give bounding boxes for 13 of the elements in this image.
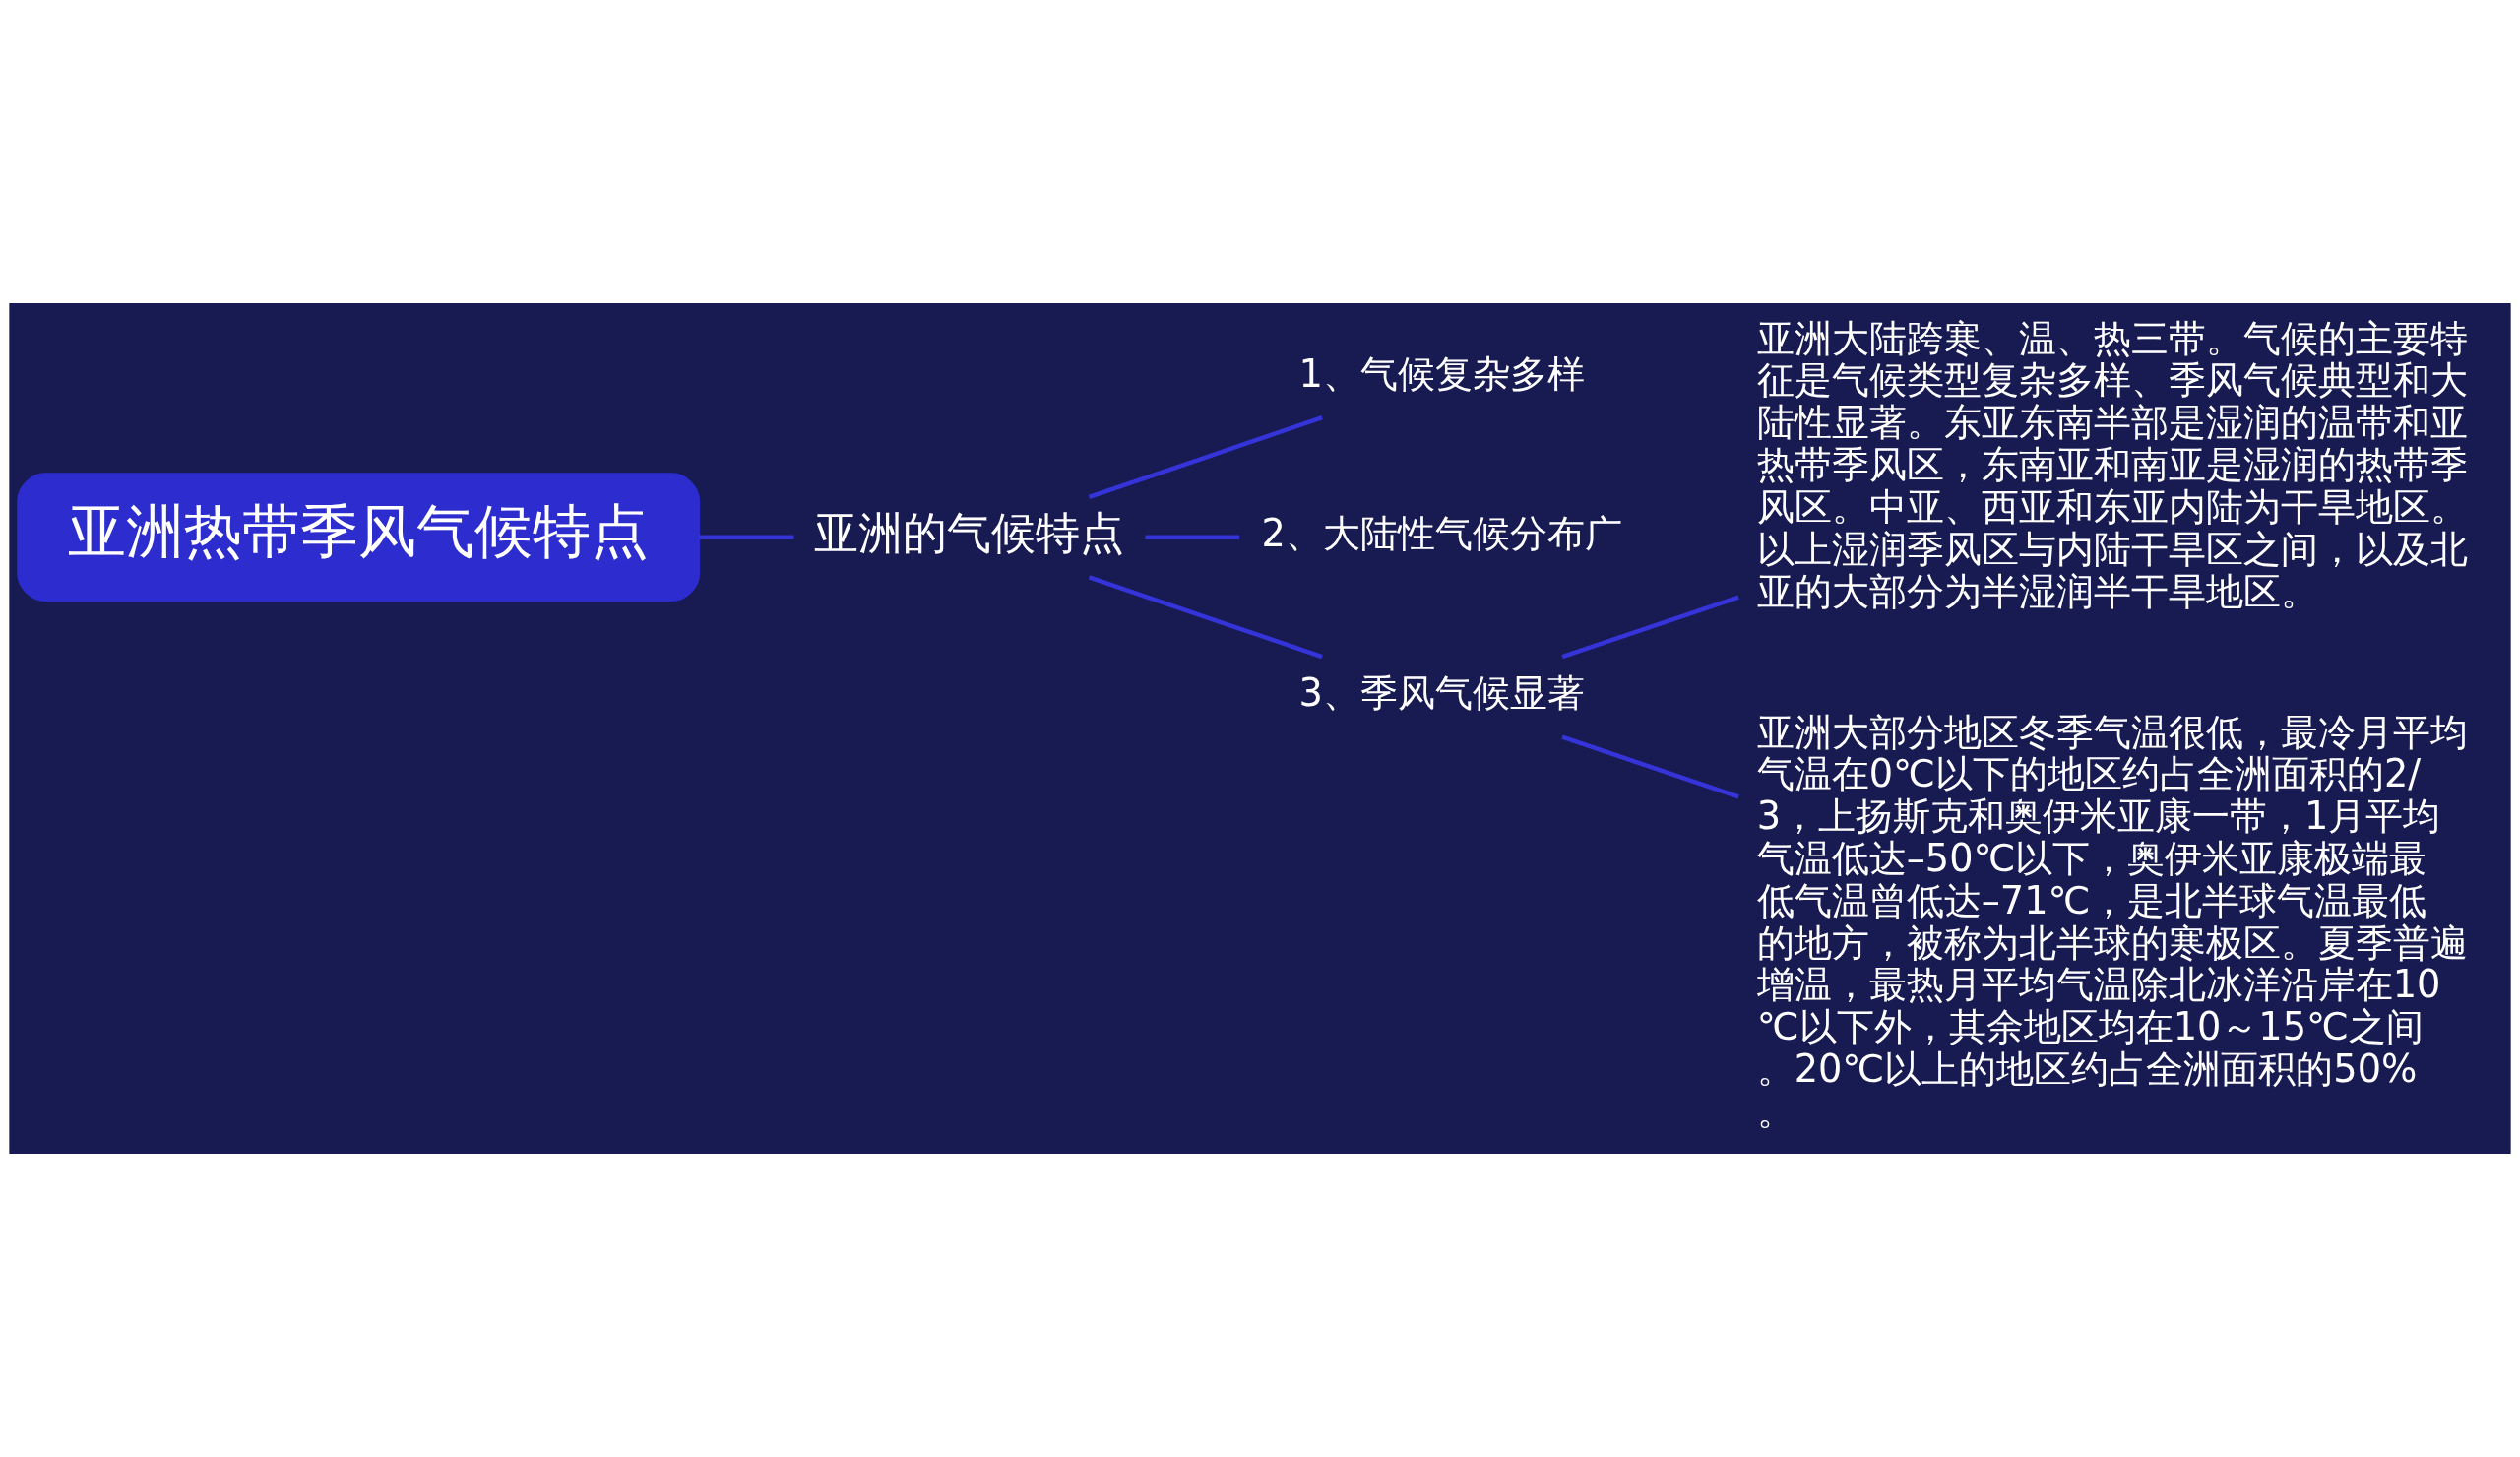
node-box: 亚洲热带季风气候特点 [17,473,701,602]
connector [1561,595,1739,660]
connector [1561,734,1739,799]
connector [1145,535,1240,539]
node-text: 亚洲的气候特点 [814,506,1125,559]
connector [1088,575,1323,660]
connector [1088,415,1323,500]
connector [699,535,794,539]
node-text: 亚洲大陆跨寒、温、热三带。气候的主要特征是气候类型复杂多样、季风气候典型和大陆性显著。东亚东南半部是湿润的温带和亚热带季风区，东南亚和南亚是湿润的热带季风区。中亚、西亚和东亚内陆为干旱地区。以上湿润季风区与内陆干旱区之间，以及北亚的大部分为半湿润半干旱地区。 [1756,315,2468,613]
node-text: 1、气候复杂多样 [1298,350,1585,396]
node-text: 3、季风气候显著 [1298,670,1585,716]
node-text: 亚洲大部分地区冬季气温很低，最冷月平均气温在0℃以下的地区约占全洲面积的2/3，上扬斯克和奥伊米亚康一带，1月平均气温低达–50℃以下，奥伊米亚康极端最低气温曾低达–71℃，是北半球气温最低的地方，被称为北半球的寒极区。夏季普遍增温，最热月平均气温除北冰洋沿岸在10℃以下外，其余地区均在10～15℃之间。20℃以上的地区约占全洲面积的50%。 [1756,709,2468,1133]
node-text: 2、大陆性气候分布广 [1261,510,1622,555]
